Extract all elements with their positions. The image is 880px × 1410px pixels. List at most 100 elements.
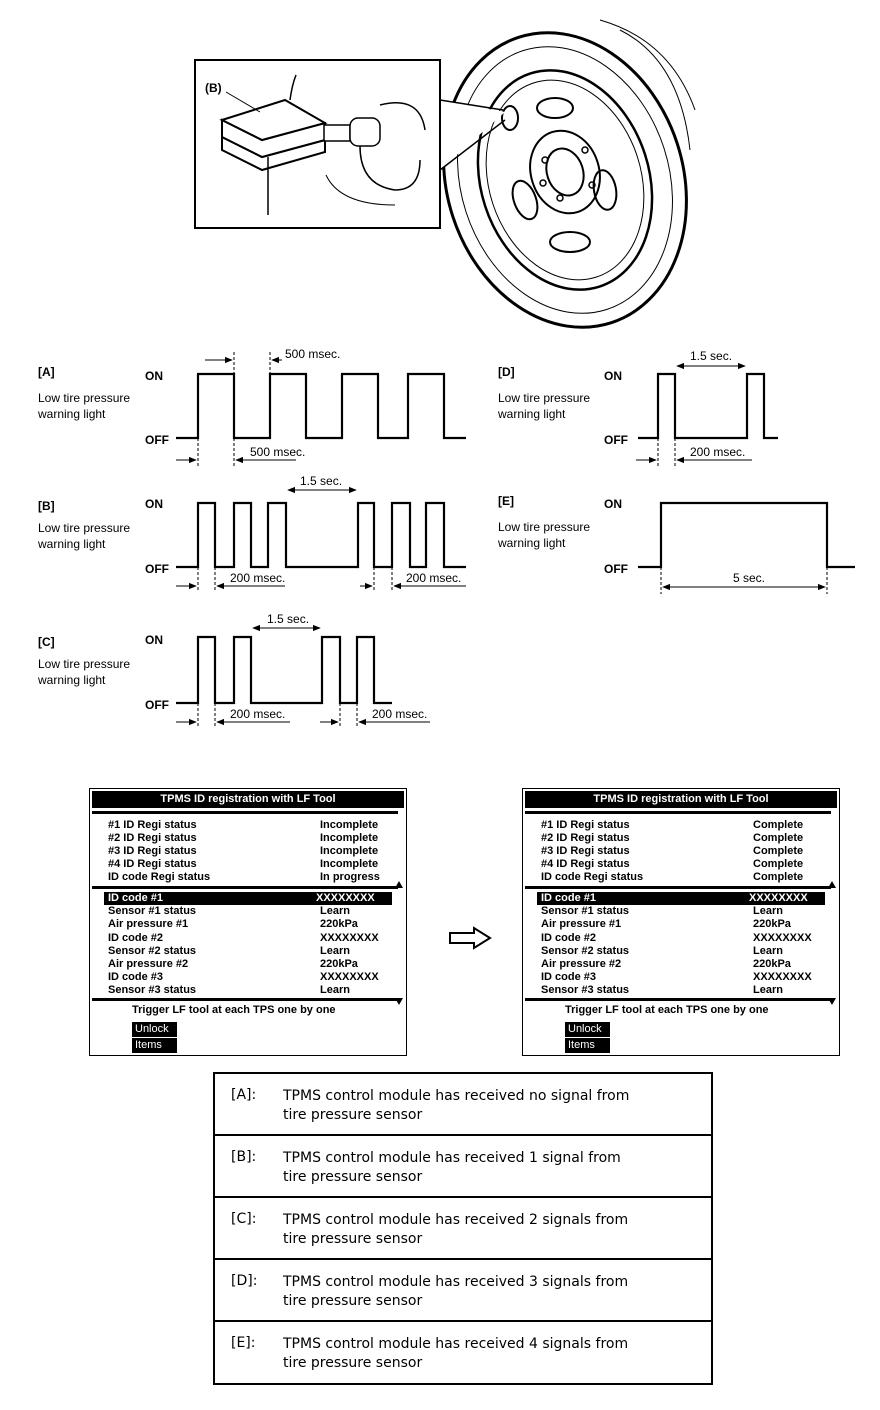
legend-row-e: [E]: TPMS control module has received 4 …: [215, 1322, 711, 1383]
panel-d-dim-1: 1.5 sec.: [690, 349, 732, 363]
panel-a-caption-1: Low tire pressure: [38, 391, 130, 405]
waveform-panel-b: [B] Low tire pressure warning light ON O…: [37, 474, 466, 592]
panel-c-dim-3: 200 msec.: [372, 707, 427, 721]
legend-key: [A]:: [231, 1087, 257, 1103]
panel-a-caption-2: warning light: [37, 407, 106, 421]
screen-before-instruction: Trigger LF tool at each TPS one by one: [132, 1004, 336, 1016]
panel-e-caption-2: warning light: [497, 536, 566, 550]
scroll-down-icon[interactable]: [828, 998, 836, 1005]
separator: [525, 998, 831, 1001]
callout-label: (B): [205, 81, 222, 95]
tire-illustration: (B): [194, 19, 696, 329]
scroll-up-icon[interactable]: [395, 881, 403, 888]
panel-d-on: ON: [604, 369, 622, 383]
panel-c-caption-2: warning light: [37, 673, 106, 687]
screen-after-instruction: Trigger LF tool at each TPS one by one: [565, 1004, 769, 1016]
callout-box: (B): [194, 59, 506, 229]
panel-b-caption-2: warning light: [37, 537, 106, 551]
legend-row-d: [D]: TPMS control module has received 3 …: [215, 1260, 711, 1322]
unlock-button[interactable]: Unlock: [565, 1022, 610, 1037]
panel-c-id: [C]: [38, 635, 55, 649]
legend-row-b: [B]: TPMS control module has received 1 …: [215, 1136, 711, 1198]
panel-a-id: [A]: [38, 365, 55, 379]
scroll-down-icon[interactable]: [395, 998, 403, 1005]
panel-a-on: ON: [145, 369, 163, 383]
panel-b-dim-2: 200 msec.: [230, 571, 285, 585]
panel-e-caption-1: Low tire pressure: [498, 520, 590, 534]
legend-row-a: [A]: TPMS control module has received no…: [215, 1074, 711, 1136]
legend-table: [A]: TPMS control module has received no…: [213, 1072, 713, 1385]
panel-b-caption-1: Low tire pressure: [38, 521, 130, 535]
lf-tool-drawing: [219, 74, 426, 215]
waveform-panel-d: [D] Low tire pressure warning light ON O…: [497, 349, 778, 466]
panel-d-caption-2: warning light: [497, 407, 566, 421]
panel-a-dim-1: 500 msec.: [285, 347, 340, 361]
panel-b-on: ON: [145, 497, 163, 511]
panel-c-dim-2: 200 msec.: [230, 707, 285, 721]
legend-text: TPMS control module has received no sign…: [283, 1088, 630, 1123]
legend-text: TPMS control module has received 2 signa…: [283, 1212, 629, 1247]
waveform-diagrams: [A] Low tire pressure warning light ON O…: [37, 347, 855, 728]
waveform-panel-e: [E] Low tire pressure warning light ON O…: [497, 494, 855, 594]
panel-e-dim-1: 5 sec.: [733, 571, 765, 585]
separator: [92, 886, 398, 889]
panel-a-off: OFF: [145, 433, 169, 447]
waveform-panel-c: [C] Low tire pressure warning light ON O…: [37, 612, 430, 728]
legend-key: [C]:: [231, 1211, 257, 1227]
panel-b-off: OFF: [145, 562, 169, 576]
screen-before: TPMS ID registration with LF Tool #1 ID …: [89, 788, 407, 1056]
panel-b-dim-1: 1.5 sec.: [300, 474, 342, 488]
panel-b-dim-3: 200 msec.: [406, 571, 461, 585]
legend-key: [B]:: [231, 1149, 257, 1165]
legend-row-c: [C]: TPMS control module has received 2 …: [215, 1198, 711, 1260]
separator: [525, 811, 831, 814]
legend-text: TPMS control module has received 4 signa…: [283, 1336, 629, 1371]
legend-text: TPMS control module has received 3 signa…: [283, 1274, 629, 1309]
panel-d-caption-1: Low tire pressure: [498, 391, 590, 405]
panel-c-on: ON: [145, 633, 163, 647]
items-button[interactable]: Items: [565, 1038, 610, 1053]
panel-c-dim-1: 1.5 sec.: [267, 612, 309, 626]
wheel-drawing: [442, 19, 696, 329]
scroll-up-icon[interactable]: [828, 881, 836, 888]
screen-after: TPMS ID registration with LF Tool #1 ID …: [522, 788, 840, 1056]
panel-e-off: OFF: [604, 562, 628, 576]
right-arrow-icon: [449, 926, 492, 950]
separator: [92, 811, 398, 814]
waveform-panel-a: [A] Low tire pressure warning light ON O…: [37, 347, 466, 466]
panel-d-dim-2: 200 msec.: [690, 445, 745, 459]
legend-key: [D]:: [231, 1273, 258, 1289]
panel-d-id: [D]: [498, 365, 515, 379]
separator: [525, 886, 831, 889]
unlock-button[interactable]: Unlock: [132, 1022, 177, 1037]
items-button[interactable]: Items: [132, 1038, 177, 1053]
legend-text: TPMS control module has received 1 signa…: [283, 1150, 621, 1185]
panel-a-dim-2: 500 msec.: [250, 445, 305, 459]
panel-e-id: [E]: [498, 494, 514, 508]
